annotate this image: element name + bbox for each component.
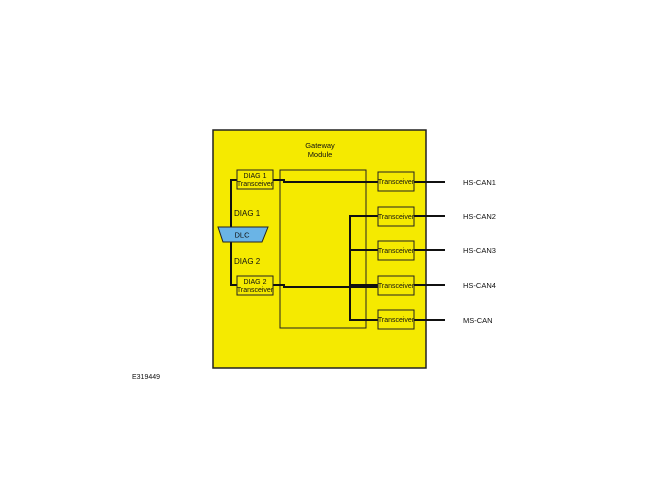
transceiver-hs-can4: Transceiver [377,275,415,296]
diag2-transceiver-line2: Transceiver [237,287,274,294]
diag1-label: DIAG 1 [234,209,261,218]
figure-id: E319449 [132,374,160,381]
diag1-transceiver-line1: DIAG 1 [244,173,267,180]
transceiver-label: Transceiver [378,214,415,221]
dlc-label: DLC [234,231,250,240]
diag2-label: DIAG 2 [234,257,261,266]
transceiver-hs-can2: Transceiver [377,206,415,227]
bus-label-hs-can1: HS-CAN1 [463,178,496,187]
transceiver-hs-can3: Transceiver [377,240,415,261]
dlc-connector-icon [217,226,269,243]
bus-label-hs-can3: HS-CAN3 [463,246,496,255]
bus-label-hs-can4: HS-CAN4 [463,281,496,290]
bus-label-hs-can2: HS-CAN2 [463,212,496,221]
gateway-module-title-line1: Gateway [305,141,335,150]
gateway-module-title-line2: Module [308,150,333,159]
diag2-transceiver-box [236,275,274,296]
diag2-transceiver-line1: DIAG 2 [244,279,267,286]
transceiver-label: Transceiver [378,317,415,324]
transceiver-label: Transceiver [378,248,415,255]
transceiver-ms-can: Transceiver [377,309,415,330]
diag1-transceiver-line2: Transceiver [237,181,274,188]
transceiver-label: Transceiver [378,283,415,290]
wiring [230,179,445,321]
diag1-transceiver-box [236,169,274,190]
transceiver-hs-can1: Transceiver [377,171,415,192]
transceiver-label: Transceiver [378,179,415,186]
bus-label-ms-can: MS-CAN [463,316,493,325]
